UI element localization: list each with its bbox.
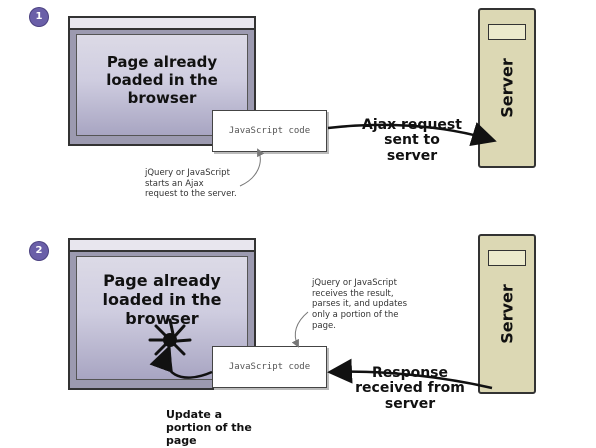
step-2-badge: 2 <box>30 242 48 260</box>
update-arrow <box>149 345 213 379</box>
server-drive-slot <box>488 250 526 266</box>
browser-title-bar <box>70 18 254 30</box>
step-1-code-label: JavaScript code <box>228 126 311 136</box>
response-arrow <box>327 358 493 390</box>
update-sparkle <box>148 318 192 362</box>
step-2-code-label: JavaScript code <box>228 362 311 372</box>
server-drive-slot <box>488 24 526 40</box>
step-2-server: Server <box>478 234 536 394</box>
browser-title-bar <box>70 240 254 252</box>
step-1-note-pointer <box>239 148 265 187</box>
step-1-javascript-code-box: JavaScript code <box>212 110 327 152</box>
step-1-badge: 1 <box>30 8 48 26</box>
step-2-note-pointer <box>291 311 309 348</box>
step-1-browser-title: Page already loaded in the browser <box>106 53 218 107</box>
step-2-javascript-code-box: JavaScript code <box>212 346 327 388</box>
step-2-browser-title: Page already loaded in the browser <box>102 271 222 329</box>
step-2-update-caption: Update a portion of the page <box>166 408 252 448</box>
request-arrow <box>327 122 497 147</box>
step-2-note: jQuery or JavaScript receives the result… <box>312 278 408 331</box>
step-1-note: jQuery or JavaScript starts an Ajax requ… <box>145 168 237 200</box>
